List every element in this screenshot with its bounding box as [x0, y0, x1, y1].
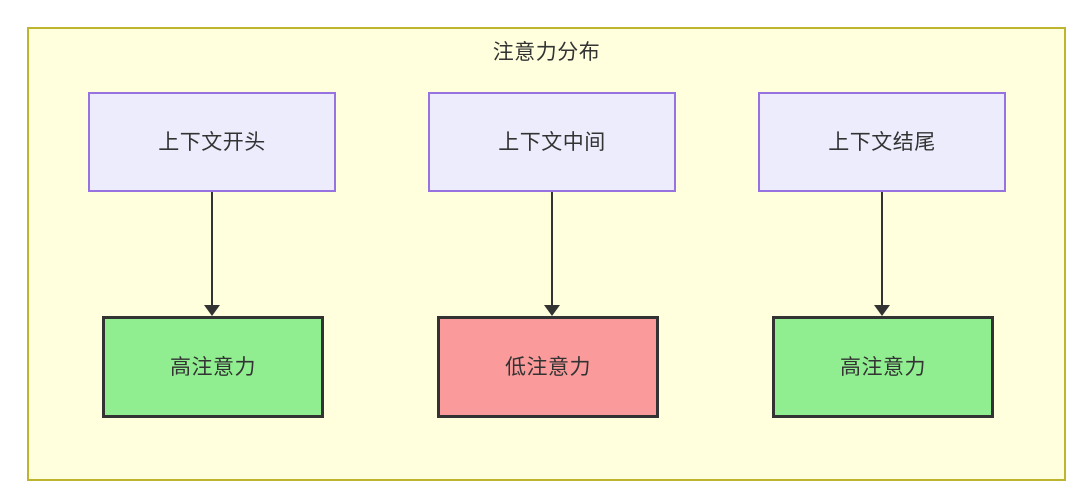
arrowhead-icon — [874, 305, 890, 316]
node-high-attention-start[interactable]: 高注意力 — [102, 316, 324, 418]
diagram-title: 注意力分布 — [492, 41, 601, 64]
arrowhead-icon — [204, 305, 220, 316]
node-high-attention-end[interactable]: 高注意力 — [772, 316, 994, 418]
edge-context-start-to-high-attention — [211, 192, 213, 307]
arrowhead-icon — [544, 305, 560, 316]
node-context-start[interactable]: 上下文开头 — [88, 92, 336, 192]
edge-context-middle-to-low-attention — [551, 192, 553, 307]
edge-context-end-to-high-attention — [881, 192, 883, 307]
node-context-end[interactable]: 上下文结尾 — [758, 92, 1006, 192]
node-context-middle[interactable]: 上下文中间 — [428, 92, 676, 192]
node-low-attention-middle[interactable]: 低注意力 — [437, 316, 659, 418]
